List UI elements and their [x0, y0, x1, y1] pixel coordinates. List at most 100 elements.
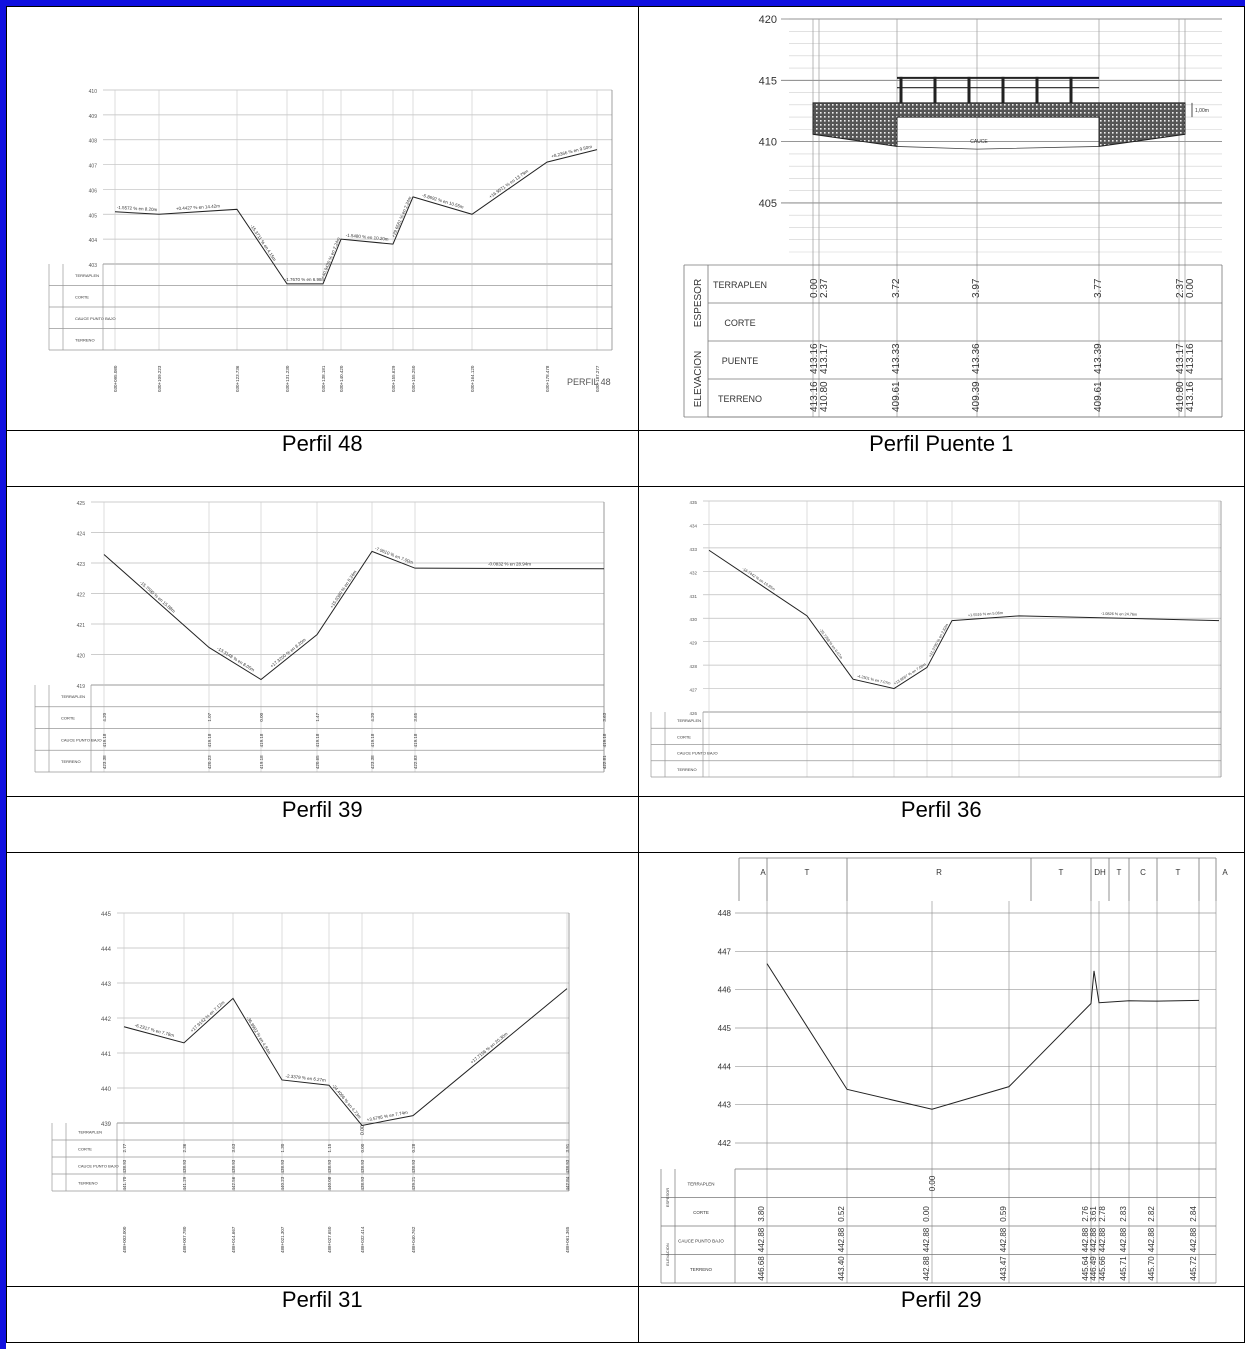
terreno-value: 413.16: [1185, 381, 1196, 412]
slope-label: +21.3790 % en 2.82m: [928, 623, 949, 658]
y-tick-label: 428: [689, 664, 697, 669]
cauce-value: 438.93: [182, 1159, 187, 1173]
terrain-profile-line: [123, 988, 568, 1126]
y-tick-label: 426: [689, 711, 697, 716]
cauce-value: 438.93: [360, 1159, 365, 1173]
perfil-36-drawing: 435434433432431430429428427426TERRAPLENC…: [650, 500, 1221, 778]
y-tick-label: 421: [77, 623, 86, 629]
y-tick-label: 415: [758, 75, 776, 87]
caption-perfil-29: Perfil 29: [637, 1286, 1245, 1343]
table-row-label: TERRAPLEN: [61, 694, 85, 699]
y-tick-label: 429: [689, 641, 697, 646]
corte-value: 2.36: [182, 1143, 187, 1152]
corte-value: 1.15: [327, 1143, 332, 1152]
caption-perfil-36: Perfil 36: [637, 796, 1245, 853]
slope-label: -16.7442 % en 16.85m: [741, 567, 775, 592]
riverbed-line: [896, 146, 1099, 150]
station-label: 488+040.762: [411, 1226, 416, 1253]
slope-label: +29.6561 % en 2.24m: [391, 195, 413, 238]
y-tick-label: 446: [717, 986, 731, 995]
cauce-value: 438.93: [565, 1159, 570, 1173]
terraplen-zero-value: 0.00: [360, 1125, 366, 1135]
cauce-value: 442.88: [757, 1227, 766, 1252]
y-tick-label: 410: [758, 137, 776, 149]
cauce-value: 419.18: [207, 733, 212, 747]
terreno-value: 438.93: [360, 1176, 365, 1190]
group-label-elevacion: ELEVACION: [665, 1243, 670, 1266]
terraplen-value: 3.77: [1093, 278, 1104, 298]
slope-label: +16.9571 % en 13.79m: [488, 168, 529, 199]
y-tick-label: 424: [77, 532, 86, 538]
terraplen-value: 0.00: [809, 278, 820, 298]
y-tick-label: 439: [101, 1122, 112, 1128]
slope-label: +15.0380 % en 8.24m: [329, 569, 358, 609]
corte-value: 0.00: [360, 1143, 365, 1152]
corte-value: 3.63: [602, 712, 607, 721]
station-label: 030+131.230: [285, 365, 290, 392]
terrain-profile-line: [114, 149, 598, 285]
station-label: 488+061.365: [565, 1226, 570, 1253]
y-tick-label: 420: [77, 654, 86, 660]
perfil-48-drawing: 410409408407406405404403TERRAPLENCORTECA…: [48, 89, 613, 392]
corte-value: 4.20: [102, 712, 107, 721]
footer-label: PERFIL 48: [567, 377, 611, 387]
cauce-value: 419.18: [102, 733, 107, 747]
embankment-fill: [812, 102, 1185, 147]
terraplen-value: 0.00: [1185, 278, 1196, 298]
y-tick-label: 442: [101, 1017, 112, 1023]
slope-label: -7.9610 % en 7.00m: [374, 546, 414, 565]
terreno-value: 410.80: [1175, 381, 1186, 412]
slope-label: +13.8587 % en 7.00m: [893, 662, 927, 685]
y-tick-label: 447: [717, 947, 731, 956]
slope-label: +1.5516 % en 5.06m: [967, 611, 1002, 617]
terreno-value: 440.08: [327, 1176, 332, 1190]
corte-value: 4.20: [370, 712, 375, 721]
y-tick-label: 422: [77, 593, 86, 599]
cauce-value: 442.88: [1081, 1227, 1090, 1252]
table-row-label: TERRENO: [78, 1181, 98, 1186]
puente-value: 413.16: [809, 343, 820, 374]
terreno-value: 445.70: [1147, 1256, 1156, 1281]
y-tick-label: 404: [89, 238, 98, 244]
table-row-label: CAUCE PUNTO BAJO: [678, 1238, 724, 1243]
group-label-espesor: ESPESOR: [693, 279, 704, 327]
station-label: 488+014.667: [231, 1226, 236, 1253]
cauce-value: 442.88: [1098, 1227, 1107, 1252]
cauce-value: 419.18: [315, 733, 320, 747]
slope-label: -36.8902 % en 4.84m: [246, 1016, 273, 1056]
corte-value: 3.61: [1089, 1206, 1098, 1222]
slope-label: -24.4066 % en 4.73m: [331, 1083, 362, 1120]
slope-label: -2.3379 % en 6.27m: [285, 1073, 326, 1082]
table-row-label: TERRAPLEN: [677, 718, 701, 723]
terreno-value: 409.61: [1093, 381, 1104, 412]
group-label-elevacion: ELEVACION: [693, 351, 704, 408]
cauce-value: 442.88: [999, 1227, 1008, 1252]
y-tick-label: 410: [89, 89, 98, 95]
y-tick-label: 403: [89, 263, 98, 269]
y-tick-label: 407: [89, 164, 98, 170]
y-tick-label: 442: [717, 1139, 731, 1148]
corte-value: 1.07: [207, 712, 212, 721]
station-label: 030+109.223: [157, 365, 162, 392]
corte-value: 0.59: [999, 1206, 1008, 1222]
table-row-label: CORTE: [61, 716, 75, 721]
header-segment-label: T: [804, 868, 809, 877]
perfil-31-drawing: 445444443442441440439TERRAPLENCORTECAUCE…: [51, 912, 570, 1253]
slope-label: -1.7670 % en 6.98m: [285, 277, 326, 282]
terreno-value: 409.39: [971, 381, 982, 412]
table-row-label: CORTE: [75, 294, 89, 299]
puente-value: 413.16: [1185, 343, 1196, 374]
corte-value: 2.76: [1081, 1206, 1090, 1222]
y-tick-label: 430: [689, 617, 697, 622]
cauce-value: 419.18: [413, 733, 418, 747]
terreno-value: 443.47: [999, 1256, 1008, 1281]
y-tick-label: 427: [689, 688, 697, 693]
y-tick-label: 443: [101, 982, 112, 988]
terreno-value: 423.38: [102, 755, 107, 769]
terreno-value: 413.16: [809, 381, 820, 412]
y-tick-label: 440: [101, 1087, 112, 1093]
station-label: 030+123.736: [235, 365, 240, 392]
